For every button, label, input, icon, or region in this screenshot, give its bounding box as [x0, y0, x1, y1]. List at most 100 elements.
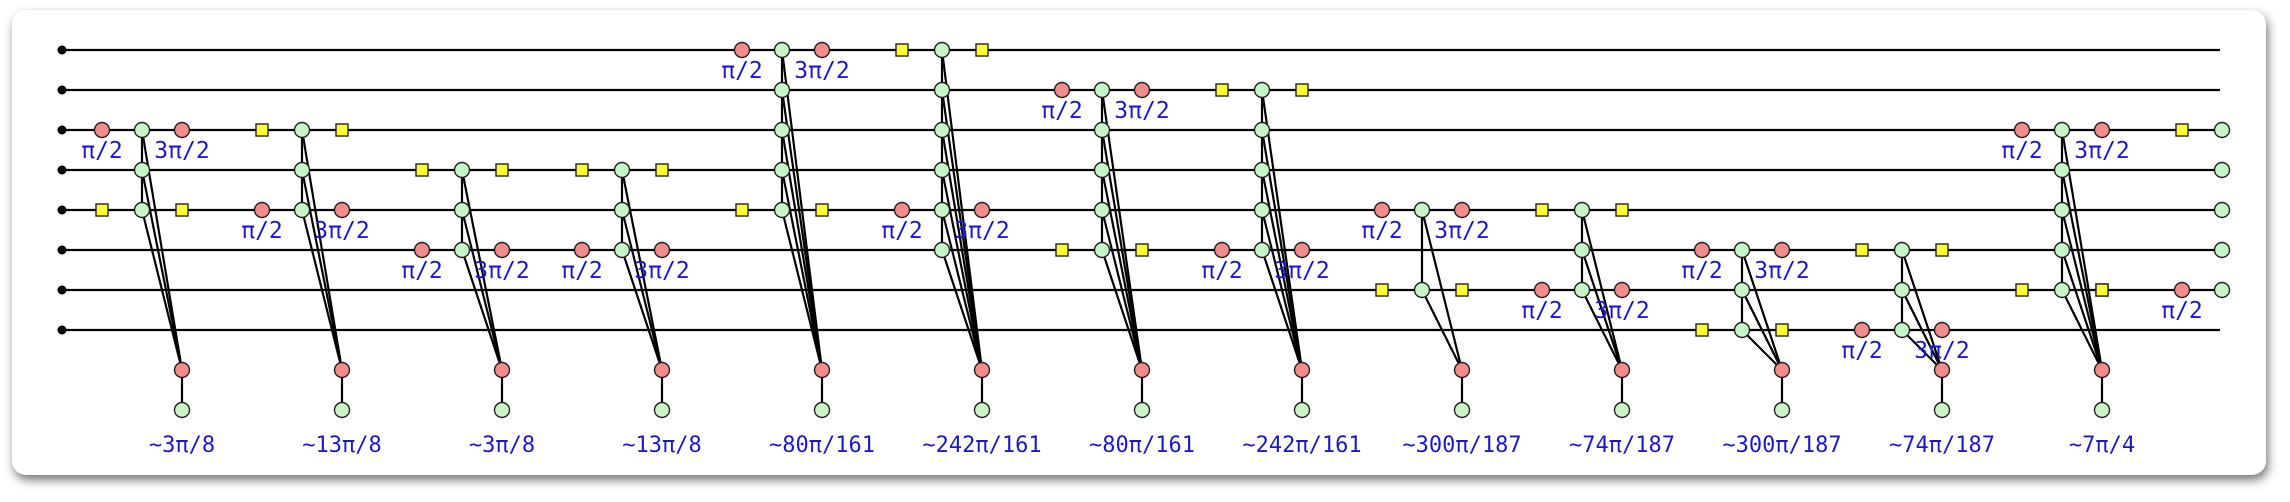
x-spider	[1933, 321, 1951, 339]
hadamard-box	[2175, 123, 2189, 137]
edge	[620, 209, 664, 371]
z-spider	[2053, 161, 2071, 179]
x-spider	[1933, 361, 1951, 379]
boundary-label: ~74π/187	[1569, 433, 1675, 458]
x-spider	[1693, 241, 1711, 259]
x-spider	[1613, 281, 1631, 299]
z-spider	[333, 401, 351, 419]
hadamard-box	[1215, 83, 1229, 97]
z-spider	[1253, 161, 1271, 179]
x-spider	[1133, 81, 1151, 99]
phase-label: π/2	[1361, 218, 1403, 244]
x-spider	[1613, 361, 1631, 379]
z-spider	[1253, 81, 1271, 99]
hadamard-box	[495, 163, 509, 177]
z-spider	[1733, 281, 1751, 299]
phase-label: π/2	[1521, 298, 1563, 324]
z-spider	[1733, 241, 1751, 259]
z-spider	[933, 121, 951, 139]
edge	[1421, 289, 1463, 371]
boundary-label: ~300π/187	[1402, 433, 1521, 458]
x-spider	[173, 121, 191, 139]
z-spider	[453, 161, 471, 179]
edge	[2060, 169, 2104, 371]
hadamard-box	[1135, 243, 1149, 257]
z-spider	[293, 161, 311, 179]
x-spider	[493, 241, 511, 259]
hadamard-box	[895, 43, 909, 57]
z-spider	[1733, 321, 1751, 339]
hadamard-box	[655, 163, 669, 177]
z-spider	[1573, 201, 1591, 219]
x-spider	[2093, 121, 2111, 139]
x-spider	[1293, 241, 1311, 259]
z-spider	[773, 201, 791, 219]
input-dot	[57, 285, 67, 295]
z-spider	[613, 241, 631, 259]
hadamard-box	[1455, 283, 1469, 297]
z-spider	[1253, 201, 1271, 219]
phase-label: 3π/2	[154, 138, 209, 164]
hadamard-box	[1535, 203, 1549, 217]
boundary-label: ~80π/161	[1089, 433, 1195, 458]
edge	[1901, 329, 1943, 371]
hadamard-box	[95, 203, 109, 217]
z-spider	[2053, 281, 2071, 299]
z-spider	[933, 41, 951, 59]
z-spider	[1773, 401, 1791, 419]
input-dot	[57, 125, 67, 135]
z-spider	[2093, 401, 2111, 419]
z-spider	[933, 201, 951, 219]
hadamard-box	[335, 123, 349, 137]
boundary-label: ~74π/187	[1889, 433, 1995, 458]
x-spider	[1453, 201, 1471, 219]
x-spider	[1773, 361, 1791, 379]
hadamard-box	[1295, 83, 1309, 97]
input-dot	[57, 205, 67, 215]
hadamard-box	[1375, 283, 1389, 297]
x-spider	[1453, 361, 1471, 379]
z-spider	[2053, 241, 2071, 259]
z-spider	[773, 161, 791, 179]
phase-label: 3π/2	[314, 218, 369, 244]
z-spider	[1093, 201, 1111, 219]
hadamard-box	[815, 203, 829, 217]
z-spider	[1893, 241, 1911, 259]
phase-label: 3π/2	[1114, 98, 1169, 124]
z-spider	[133, 121, 151, 139]
edge	[1420, 209, 1464, 371]
edge	[1260, 209, 1304, 371]
z-spider	[813, 401, 831, 419]
z-spider	[773, 41, 791, 59]
edge	[1580, 249, 1624, 371]
phase-label: π/2	[2161, 298, 2203, 324]
phase-label: π/2	[1041, 98, 1083, 124]
boundary-label: ~80π/161	[769, 433, 875, 458]
hadamard-box	[1615, 203, 1629, 217]
edge	[2060, 209, 2104, 371]
x-spider	[1773, 241, 1791, 259]
edge	[460, 249, 504, 371]
z-spider	[1893, 281, 1911, 299]
edge	[780, 209, 824, 371]
z-spider	[933, 81, 951, 99]
phase-label: π/2	[1201, 258, 1243, 284]
x-spider	[1133, 361, 1151, 379]
edge	[1260, 249, 1304, 371]
x-spider	[973, 201, 991, 219]
z-spider	[1573, 241, 1591, 259]
phase-label: π/2	[2001, 138, 2043, 164]
edge	[1100, 249, 1144, 371]
x-spider	[333, 361, 351, 379]
edge	[1100, 169, 1144, 371]
x-spider	[573, 241, 591, 259]
phase-label: π/2	[1681, 258, 1723, 284]
z-spider	[973, 401, 991, 419]
x-spider	[253, 201, 271, 219]
x-spider	[813, 361, 831, 379]
boundary-label: ~3π/8	[469, 433, 535, 458]
x-spider	[653, 241, 671, 259]
z-spider	[453, 241, 471, 259]
x-spider	[2173, 281, 2191, 299]
hadamard-box	[975, 43, 989, 57]
